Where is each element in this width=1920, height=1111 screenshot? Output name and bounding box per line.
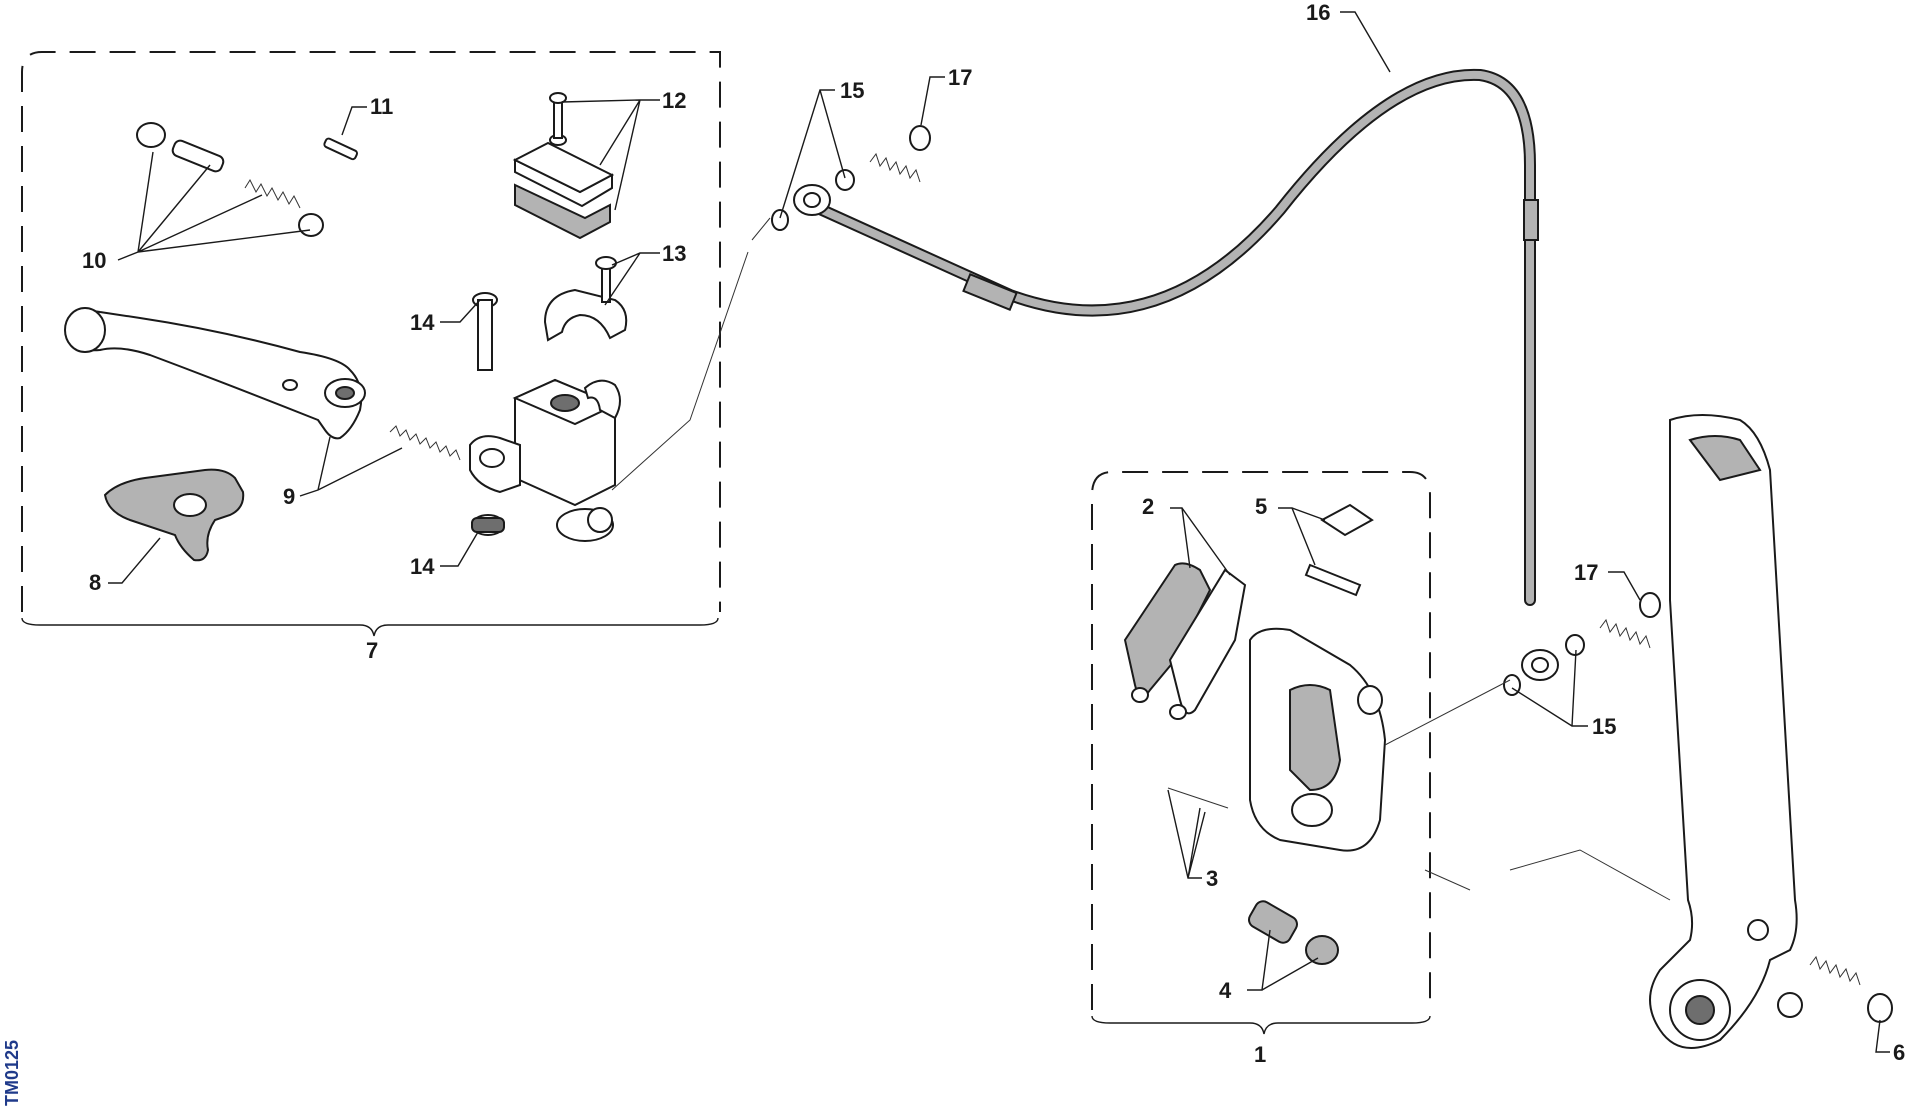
fork-leg	[1649, 414, 1803, 1049]
leader-lines	[108, 11, 1890, 1053]
brake-pads	[1123, 562, 1247, 720]
callout-5: 5	[1255, 494, 1267, 519]
callout-15-bottom: 15	[1592, 714, 1616, 739]
lever-cover	[103, 468, 245, 562]
callout-7: 7	[366, 638, 378, 663]
axle-pinch-bolt	[1809, 955, 1893, 1023]
lever-spring	[389, 425, 461, 461]
banjo-bolt-top	[869, 125, 931, 183]
callout-12: 12	[662, 88, 686, 113]
callout-9: 9	[283, 484, 295, 509]
banjo-fitting-top	[771, 169, 855, 231]
callout-10: 10	[82, 248, 106, 273]
caliper-bolts	[1248, 900, 1339, 965]
master-cylinder	[469, 378, 618, 542]
banjo-bolt-bottom	[1599, 592, 1661, 649]
callout-4: 4	[1219, 978, 1232, 1003]
callout-3: 3	[1206, 866, 1218, 891]
callout-8: 8	[89, 570, 101, 595]
pad-spring	[1304, 503, 1374, 597]
pad-pin	[1167, 787, 1229, 809]
callout-6: 6	[1893, 1040, 1905, 1065]
group-box-master-cylinder	[21, 51, 721, 612]
banjo-fitting-bottom	[1503, 634, 1585, 696]
group-brace-1	[1091, 1015, 1431, 1035]
callout-14-top: 14	[410, 310, 435, 335]
assembly-line-caliper-to-hose	[1384, 679, 1671, 901]
assembly-line-master-to-hose	[611, 217, 771, 491]
callout-16: 16	[1306, 0, 1330, 25]
callout-17-bottom: 17	[1574, 560, 1598, 585]
brake-caliper	[1249, 627, 1387, 852]
group-box-caliper	[1091, 471, 1431, 1010]
callout-11: 11	[370, 94, 393, 119]
brake-lever	[64, 307, 366, 440]
reference-code: TM0125	[2, 1040, 22, 1106]
callout-17-top: 17	[948, 65, 972, 90]
callout-2: 2	[1142, 494, 1154, 519]
callout-13: 13	[662, 241, 686, 266]
piston-kit	[136, 122, 324, 237]
callout-1: 1	[1254, 1042, 1266, 1067]
callout-14-bottom: 14	[410, 554, 435, 579]
lever-pin	[323, 137, 359, 161]
callout-15-top: 15	[840, 78, 864, 103]
brake-hose	[794, 68, 1539, 606]
mounting-bolt	[471, 292, 505, 536]
group-brace-7	[21, 617, 719, 637]
reservoir-cap	[512, 92, 615, 240]
